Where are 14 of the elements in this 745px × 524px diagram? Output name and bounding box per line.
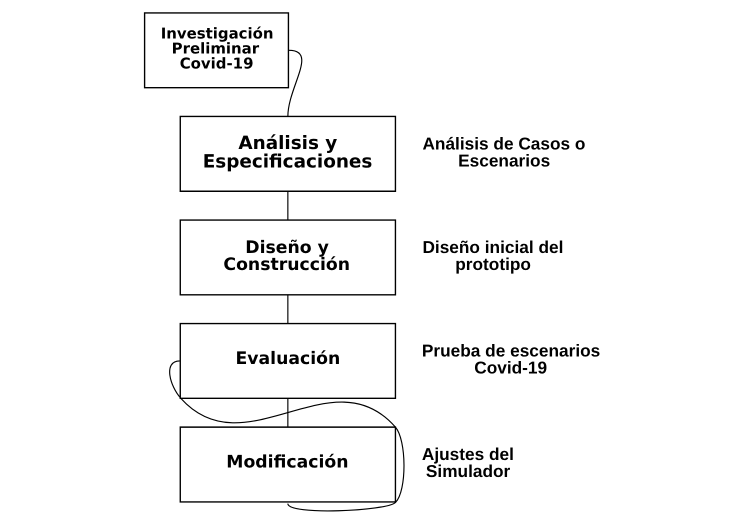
connector [286,50,302,116]
connector [286,192,288,220]
node-box: Diseño y Construcción [179,219,396,296]
node-label: Análisis de Casos o Escenarios [422,133,585,171]
node-box: Modificación [179,426,396,503]
node-box: Investigación Preliminar Covid-19 [143,12,289,88]
connector [168,360,404,512]
node-label: Ajustes del Simulador [421,444,514,482]
node-label: Prueba de escenarios Covid-19 [421,340,600,378]
connector [286,398,288,427]
node-box: Evaluación [179,322,396,400]
node-label: Diseño inicial del prototipo [422,236,563,274]
node-box: Análisis y Especificaciones [179,116,396,192]
connector [286,295,288,324]
